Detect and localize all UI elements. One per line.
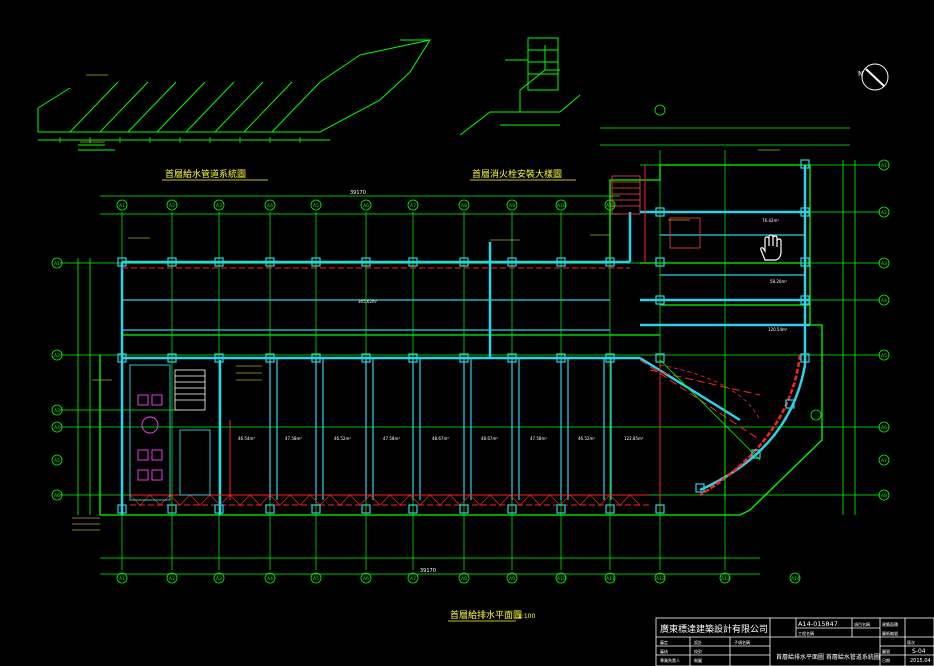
svg-text:A7: A7 <box>410 576 416 582</box>
svg-text:A4: A4 <box>267 576 273 582</box>
svg-text:A4: A4 <box>267 203 273 209</box>
svg-text:審定: 審定 <box>660 639 668 645</box>
svg-text:A2: A2 <box>169 203 175 209</box>
svg-text:A10: A10 <box>557 576 566 582</box>
svg-text:A8: A8 <box>881 493 887 499</box>
water-branch-pipes <box>122 234 805 500</box>
svg-text:47.58m²: 47.58m² <box>530 436 547 441</box>
floor-plan-scale: 1:100 <box>518 613 535 620</box>
svg-text:A3: A3 <box>216 203 222 209</box>
annotation-tags <box>72 74 780 531</box>
supply-system-diagram <box>37 39 431 151</box>
svg-text:專業負責人: 專業負責人 <box>660 657 680 663</box>
svg-text:A1: A1 <box>119 203 125 209</box>
svg-text:A11: A11 <box>606 576 615 582</box>
svg-text:圖紙編號: 圖紙編號 <box>882 630 898 636</box>
svg-text:A3: A3 <box>54 408 60 414</box>
svg-text:版次: 版次 <box>907 639 915 645</box>
title-block-text: 廣東標達建築設計有限公司 A14-015847 首層給排水平面圖 首層給水管道系… <box>660 620 931 664</box>
svg-text:設計: 設計 <box>694 639 702 645</box>
stairs <box>174 175 701 411</box>
svg-text:A5: A5 <box>313 576 319 582</box>
svg-text:N: N <box>858 70 863 78</box>
svg-text:A2: A2 <box>881 210 887 216</box>
svg-text:A9: A9 <box>509 576 515 582</box>
svg-text:305.62m²: 305.62m² <box>358 299 378 304</box>
fire-equipment-diagram <box>459 37 581 136</box>
title-block <box>655 617 934 666</box>
fire-equipment-title: 首層消火栓安裝大樣圖 <box>472 168 562 180</box>
svg-text:A6: A6 <box>881 425 887 431</box>
axis-bubbles-left <box>51 257 63 501</box>
supply-system-title: 首層給水管道系統圖 <box>165 168 246 180</box>
sheet-number: S-04 <box>912 648 926 655</box>
water-pipes <box>120 165 810 515</box>
svg-text:47.58m²: 47.58m² <box>383 436 400 441</box>
svg-text:A7: A7 <box>881 458 887 464</box>
drawing-date: 2015.04 <box>910 658 931 664</box>
svg-text:58.20m²: 58.20m² <box>770 279 787 284</box>
svg-text:制圖: 制圖 <box>694 657 702 663</box>
svg-text:A10: A10 <box>557 203 566 209</box>
svg-text:A9: A9 <box>509 203 515 209</box>
svg-text:A1: A1 <box>54 261 60 267</box>
svg-text:日期: 日期 <box>882 657 890 663</box>
svg-text:A12: A12 <box>656 576 665 582</box>
axis-labels: A1 A2 A3 A4 A5 A6 A7 A8 A9 A10 A11 A1 A2… <box>54 163 887 582</box>
company-name: 廣東標達建築設計有限公司 <box>660 623 768 635</box>
diagram-titles: 首層給水管道系統圖 首層消火栓安裝大樣圖 首層給排水平面圖 1:100 <box>162 168 576 622</box>
columns <box>117 159 810 514</box>
svg-text:建築面積: 建築面積 <box>882 621 898 627</box>
axis-bubbles-right <box>654 104 890 501</box>
svg-text:47.58m²: 47.58m² <box>285 436 302 441</box>
svg-text:122.85m²: 122.85m² <box>624 436 644 441</box>
curved-corner <box>659 359 761 500</box>
svg-text:46.54m²: 46.54m² <box>238 436 255 441</box>
svg-text:工程名稱: 工程名稱 <box>798 630 814 636</box>
svg-text:圖號: 圖號 <box>882 648 890 654</box>
svg-text:A5: A5 <box>54 458 60 464</box>
room-area-labels: 76.42m² 58.20m² 120.54m² 305.62m² 46.54m… <box>238 218 788 441</box>
svg-text:A4: A4 <box>881 298 887 304</box>
total-dimension: 39170 <box>350 190 366 196</box>
svg-text:46.52m²: 46.52m² <box>578 436 595 441</box>
north-arrow-icon: N <box>858 63 889 91</box>
svg-text:A3: A3 <box>216 576 222 582</box>
svg-text:A3: A3 <box>881 261 887 267</box>
svg-text:A1: A1 <box>119 576 125 582</box>
svg-text:A7: A7 <box>410 203 416 209</box>
svg-text:A8: A8 <box>461 203 467 209</box>
svg-text:46.52m²: 46.52m² <box>334 436 351 441</box>
svg-text:A2: A2 <box>54 353 60 359</box>
svg-text:審核: 審核 <box>660 648 668 654</box>
svg-text:A5: A5 <box>881 353 887 359</box>
svg-text:校對: 校對 <box>694 648 702 654</box>
svg-text:A2: A2 <box>169 576 175 582</box>
svg-text:76.42m²: 76.42m² <box>762 218 779 223</box>
project-code: A14-015847 <box>798 620 838 628</box>
svg-text:A14: A14 <box>791 576 800 582</box>
floor-plan-title: 首層給排水平面圖 <box>450 609 522 621</box>
svg-text:A13: A13 <box>721 576 730 582</box>
svg-text:A4: A4 <box>54 425 60 431</box>
svg-text:A6: A6 <box>363 576 369 582</box>
dimension-lines: 39170 39170 <box>77 127 856 575</box>
svg-text:A8: A8 <box>461 576 467 582</box>
svg-text:A5: A5 <box>313 203 319 209</box>
truss-hatching <box>129 494 641 506</box>
washroom-fixtures <box>129 364 211 501</box>
hand-cursor-icon <box>760 234 782 261</box>
drawing-name: 首層給排水平面圖 首層給水管道系統圖 <box>776 653 880 661</box>
svg-text:A6: A6 <box>363 203 369 209</box>
svg-text:A1: A1 <box>881 163 887 169</box>
svg-text:120.54m²: 120.54m² <box>768 327 788 332</box>
svg-text:項目名稱: 項目名稱 <box>854 621 870 627</box>
svg-text:48.67m²: 48.67m² <box>432 436 449 441</box>
svg-text:A6: A6 <box>54 493 60 499</box>
svg-text:子項名稱: 子項名稱 <box>734 639 750 645</box>
total-dimension-bottom: 39170 <box>420 568 436 574</box>
svg-text:48.67m²: 48.67m² <box>481 436 498 441</box>
axis-bubbles-bottom <box>116 572 801 584</box>
